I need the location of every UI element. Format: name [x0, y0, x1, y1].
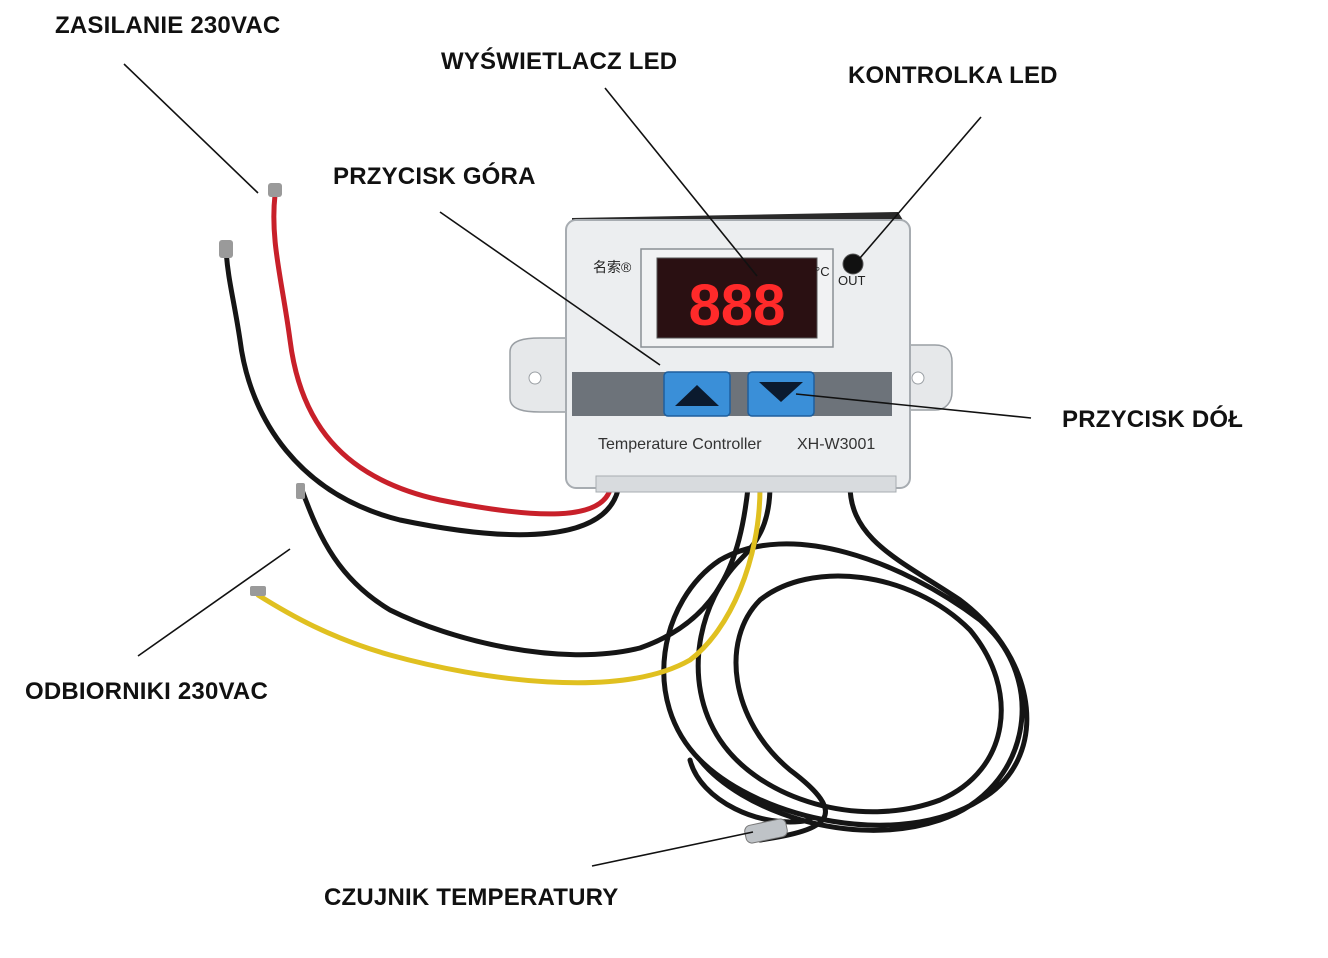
leader-down [795, 393, 1032, 419]
wire-yellow [255, 485, 763, 686]
label-down-button: PRZYCISK DÓŁ [1062, 406, 1244, 433]
wire-black-power [223, 247, 621, 538]
label-loads: ODBIORNIKI 230VAC [25, 678, 269, 705]
label-up-button: PRZYCISK GÓRA [333, 163, 536, 190]
display-readout: 888 [689, 273, 786, 338]
wire-black-load [299, 485, 751, 658]
triangle-down-icon [759, 382, 803, 402]
leader-power [123, 63, 259, 194]
label-led-display: WYŚWIETLACZ LED [441, 48, 678, 75]
device-name: Temperature Controller [598, 436, 762, 453]
device-model: XH-W3001 [797, 436, 875, 453]
leader-lines [123, 63, 1032, 867]
controller-housing [509, 212, 953, 493]
sensor-cable [661, 482, 1030, 843]
wire-tips [219, 183, 305, 596]
out-label: OUT [838, 273, 866, 288]
sensor-probe [744, 818, 788, 844]
label-power-supply: ZASILANIE 230VAC [55, 12, 281, 39]
leader-up [439, 211, 661, 366]
label-led-indicator: KONTROLKA LED [848, 62, 1058, 89]
leader-indicator [859, 116, 982, 259]
up-button[interactable] [663, 371, 731, 417]
triangle-up-icon [675, 385, 719, 406]
wire-red [271, 192, 613, 517]
leader-display [604, 87, 758, 277]
label-temperature-sensor: CZUJNIK TEMPERATURY [324, 884, 619, 911]
leader-sensor [591, 831, 754, 867]
out-led-indicator [842, 253, 864, 275]
brand-mark: 名索® [593, 259, 632, 275]
down-button[interactable] [747, 371, 815, 417]
leader-loads [137, 548, 291, 657]
unit-label: °C [815, 264, 830, 279]
